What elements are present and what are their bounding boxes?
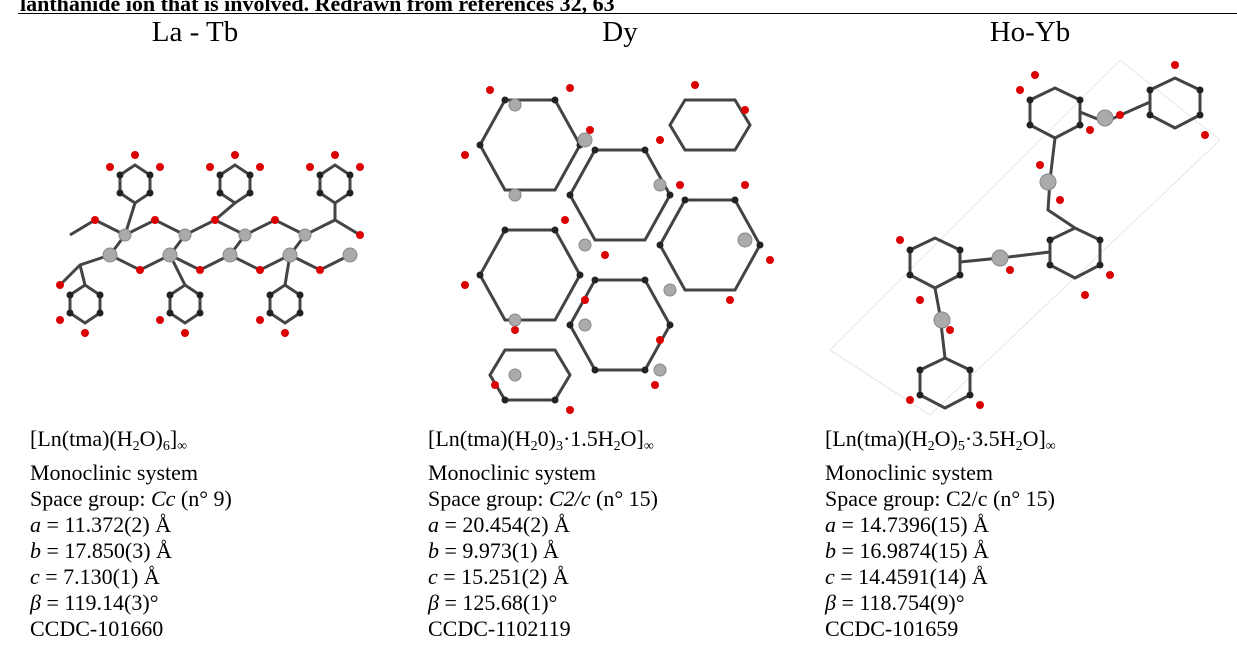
cell-c: c = 15.251(2) Å xyxy=(428,564,569,589)
crystal-structure-ho-yb xyxy=(820,60,1220,415)
formula: [Ln(tma)(H2O)5·3.5H2O]∞ xyxy=(825,426,1056,454)
cell-a: a = 14.7396(15) Å xyxy=(825,512,989,537)
cell-b: b = 9.973(1) Å xyxy=(428,538,559,563)
column-title-ho-yb: Ho-Yb xyxy=(989,16,1071,48)
crystal-system: Monoclinic system xyxy=(30,460,199,485)
cell-a: a = 11.372(2) Å xyxy=(30,512,172,537)
cell-a: a = 20.454(2) Å xyxy=(428,512,570,537)
ccdc-number: CCDC-101659 xyxy=(825,616,959,641)
space-group: Space group: Cc (n° 9) xyxy=(30,486,232,511)
figure-caption: lanthanide ion that is involved. Redrawn… xyxy=(20,0,615,16)
column-title-la-tb: La - Tb xyxy=(151,16,239,48)
cell-beta: β = 118.754(9)° xyxy=(825,590,965,615)
crystal-system: Monoclinic system xyxy=(428,460,597,485)
space-group: Space group: C2/c (n° 15) xyxy=(825,486,1055,511)
cell-beta: β = 119.14(3)° xyxy=(30,590,159,615)
ccdc-number: CCDC-101660 xyxy=(30,616,164,641)
cell-c: c = 14.4591(14) Å xyxy=(825,564,988,589)
formula: [Ln(tma)(H20)3·1.5H2O]∞ xyxy=(428,426,654,454)
properties-dy: [Ln(tma)(H20)3·1.5H2O]∞ Monoclinic syste… xyxy=(428,426,658,642)
column-title-dy: Dy xyxy=(602,16,638,48)
cell-b: b = 16.9874(15) Å xyxy=(825,538,989,563)
ccdc-number: CCDC-1102119 xyxy=(428,616,571,641)
crystal-structure-la-tb xyxy=(40,145,380,340)
cell-b: b = 17.850(3) Å xyxy=(30,538,172,563)
top-rule xyxy=(18,13,1237,14)
crystal-system: Monoclinic system xyxy=(825,460,994,485)
formula: [Ln(tma)(H2O)6]∞ xyxy=(30,426,188,454)
space-group: Space group: C2/c (n° 15) xyxy=(428,486,658,511)
properties-ho-yb: [Ln(tma)(H2O)5·3.5H2O]∞ Monoclinic syste… xyxy=(825,426,1056,642)
properties-la-tb: [Ln(tma)(H2O)6]∞ Monoclinic system Space… xyxy=(30,426,232,642)
cell-c: c = 7.130(1) Å xyxy=(30,564,160,589)
cell-beta: β = 125.68(1)° xyxy=(428,590,558,615)
crystal-structure-dy xyxy=(445,60,790,415)
